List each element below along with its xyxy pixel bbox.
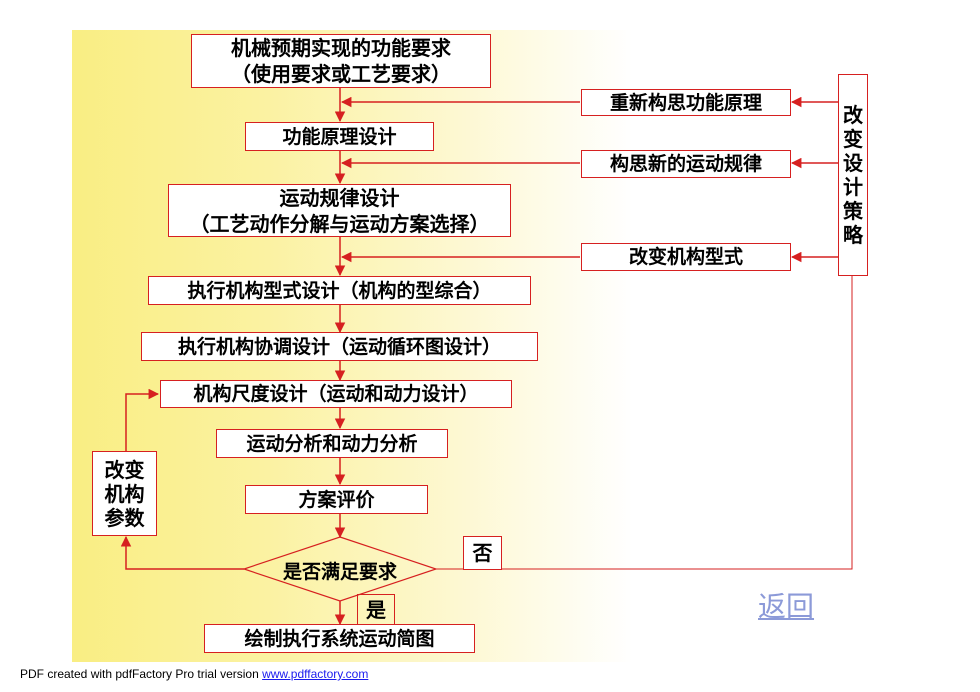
param-change-box: 改变 机构 参数 bbox=[92, 451, 157, 536]
line-params-to-dimension bbox=[125, 388, 160, 451]
node-evaluation: 方案评价 bbox=[245, 485, 428, 514]
decision-diamond bbox=[242, 536, 438, 602]
label-no: 否 bbox=[463, 536, 502, 570]
strategy-rethink-function: 重新构思功能原理 bbox=[581, 89, 791, 116]
strategy-column: 改 变 设 计 策 略 bbox=[838, 74, 868, 276]
strategy-change-type: 改变机构型式 bbox=[581, 243, 791, 271]
node-motion-law: 运动规律设计 （工艺动作分解与运动方案选择） bbox=[168, 184, 511, 237]
node-mechanism-type: 执行机构型式设计（机构的型综合） bbox=[148, 276, 531, 305]
node-function-principle: 功能原理设计 bbox=[245, 122, 434, 151]
node-requirements: 机械预期实现的功能要求 （使用要求或工艺要求） bbox=[191, 34, 491, 88]
footer-link[interactable]: www.pdffactory.com bbox=[262, 667, 369, 681]
node-analysis: 运动分析和动力分析 bbox=[216, 429, 448, 458]
label-yes: 是 bbox=[357, 594, 395, 625]
node-coordination: 执行机构协调设计（运动循环图设计） bbox=[141, 332, 538, 361]
line-no-path bbox=[436, 276, 853, 570]
node-dimension: 机构尺度设计（运动和动力设计） bbox=[160, 380, 512, 408]
strategy-new-motion-law: 构思新的运动规律 bbox=[581, 150, 791, 178]
return-link[interactable]: 返回 bbox=[758, 590, 815, 623]
pdf-footer: PDF created with pdfFactory Pro trial ve… bbox=[20, 667, 368, 681]
node-final: 绘制执行系统运动简图 bbox=[204, 624, 475, 653]
footer-text: PDF created with pdfFactory Pro trial ve… bbox=[20, 667, 263, 681]
node-decision-label: 是否满足要求 bbox=[282, 561, 397, 583]
line-decision-to-params bbox=[120, 535, 244, 570]
